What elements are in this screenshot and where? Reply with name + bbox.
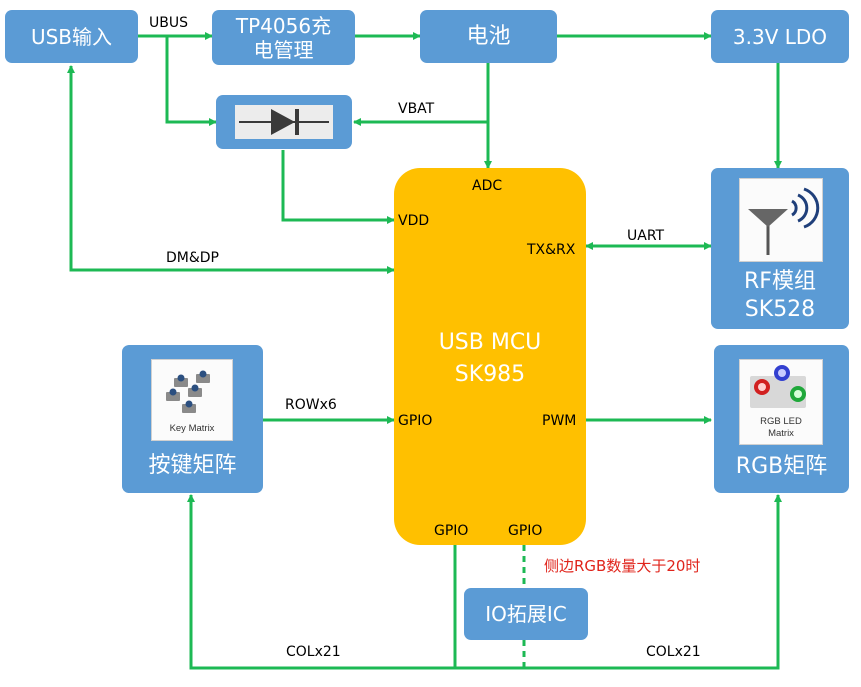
wire-diode-to-vdd <box>281 150 395 224</box>
pin-tx-rx: TX&RX <box>527 242 576 258</box>
pin-pwm: PWM <box>542 413 577 429</box>
battery-block: 电池 <box>420 10 557 63</box>
usb-input-label: USB输入 <box>30 24 113 49</box>
rf-module-label: RF模组 SK528 <box>711 268 849 324</box>
ldo-label: 3.3V LDO <box>732 24 828 49</box>
charger-block: TP4056充电管理 <box>212 10 355 65</box>
rgb-led-icon-text-2: Matrix <box>768 428 794 439</box>
ldo-block: 3.3V LDO <box>711 10 849 63</box>
signal-rowx6: ROWx6 <box>285 397 337 413</box>
mcu-name: USB MCU SK985 <box>394 327 586 391</box>
expander-note: 侧边RGB数量大于20时 <box>544 557 701 575</box>
diode-icon <box>235 105 333 139</box>
diode-block <box>216 95 352 149</box>
mcu-name-line2: SK985 <box>454 362 526 387</box>
wire-dm-dp <box>67 65 395 274</box>
battery-label: 电池 <box>466 23 511 49</box>
pin-gpio-bottom-left: GPIO <box>434 523 469 539</box>
rgb-led-icon-card: RGB LED Matrix <box>739 359 823 445</box>
rgb-matrix-label: RGB矩阵 <box>735 454 828 479</box>
rf-module-part: SK528 <box>744 297 816 322</box>
rgb-led-icon-text-1: RGB LED <box>760 416 802 427</box>
mcu-name-line1: USB MCU <box>438 330 542 355</box>
antenna-icon-card <box>739 178 823 262</box>
usb-input-block: USB输入 <box>5 10 138 63</box>
io-expander-block: IO拓展IC <box>464 588 588 640</box>
signal-ubus: UBUS <box>149 15 188 31</box>
key-matrix-label: 按键矩阵 <box>148 453 237 478</box>
wire-colx21-left <box>187 494 457 670</box>
signal-uart: UART <box>627 228 665 244</box>
wire-colx21-right <box>455 494 782 670</box>
key-matrix-icon-text: Key Matrix <box>169 423 215 434</box>
rgb-led-icon <box>750 365 806 408</box>
signal-dm-dp: DM&DP <box>166 250 219 266</box>
pin-adc: ADC <box>472 178 503 194</box>
charger-label: TP4056充电管理 <box>235 13 332 62</box>
key-matrix-icon-card: Key Matrix <box>151 359 233 441</box>
antenna-icon <box>748 187 820 255</box>
pin-gpio-bottom-right: GPIO <box>508 523 543 539</box>
key-switch-icon <box>166 370 210 413</box>
wire-ubus-to-diode <box>165 36 217 126</box>
rf-module-name: RF模组 <box>744 269 816 294</box>
signal-vbat: VBAT <box>398 101 435 117</box>
signal-colx21-left: COLx21 <box>286 644 341 660</box>
io-expander-label: IO拓展IC <box>485 602 567 626</box>
mcu-block <box>394 168 586 545</box>
pin-vdd: VDD <box>398 213 430 229</box>
signal-colx21-right: COLx21 <box>646 644 701 660</box>
pin-gpio-left: GPIO <box>398 413 433 429</box>
